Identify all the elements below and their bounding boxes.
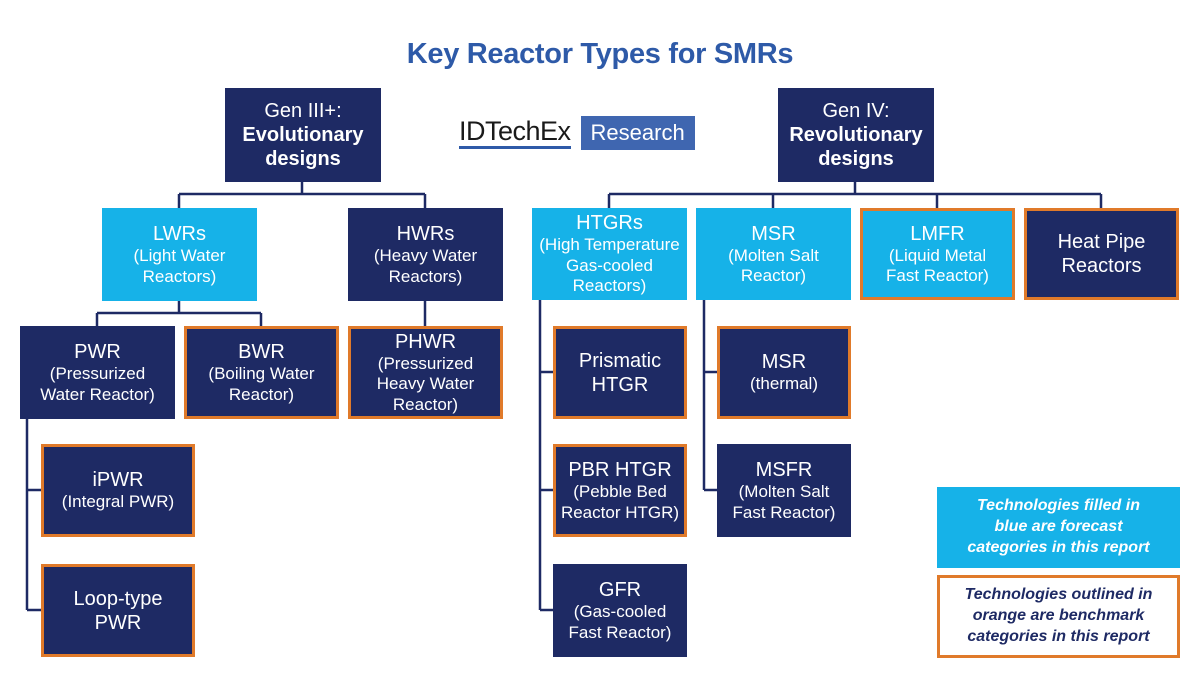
msr-title: MSR [751, 222, 796, 245]
msfr-title: MSFR [755, 459, 813, 482]
bwr-title: BWR [238, 341, 285, 364]
pbr-node: PBR HTGR (Pebble Bed Reactor HTGR) [553, 444, 687, 537]
msfr-sub: (Molten Salt Fast Reactor) [732, 482, 836, 522]
heatpipe-title: Heat Pipe Reactors [1057, 231, 1146, 277]
lwr-sub: (Light Water Reactors) [133, 246, 226, 286]
lmfr-node: LMFR (Liquid Metal Fast Reactor) [860, 208, 1015, 300]
legend-orange: Technologies outlined in orange are benc… [937, 575, 1180, 658]
gfr-sub: (Gas-cooled Fast Reactor) [568, 602, 672, 642]
ipwr-sub: (Integral PWR) [61, 492, 175, 512]
hwr-node: HWRs (Heavy Water Reactors) [348, 208, 503, 301]
legend-blue: Technologies filled in blue are forecast… [937, 487, 1180, 568]
gen3-label: Gen III+: [264, 100, 342, 122]
htgr-node: HTGRs (High Temperature Gas-cooled React… [532, 208, 687, 300]
gen4-label-bold: Revolutionary [789, 124, 923, 146]
msfr-node: MSFR (Molten Salt Fast Reactor) [717, 444, 851, 537]
htgr-sub: (High Temperature Gas-cooled Reactors) [539, 235, 680, 296]
lmfr-title: LMFR [910, 222, 965, 245]
gen3-node: Gen III+: Evolutionary designs [225, 88, 381, 182]
loop-title: Loop-type PWR [73, 587, 163, 634]
msr-thermal-title: MSR [761, 351, 807, 374]
htgr-title: HTGRs [576, 212, 643, 235]
lwr-title: LWRs [153, 223, 206, 246]
logo-sub: Research [580, 116, 695, 150]
gen4-label-bold2: designs [818, 148, 894, 170]
msr-thermal-node: MSR (thermal) [717, 326, 851, 419]
hwr-sub: (Heavy Water Reactors) [373, 246, 478, 286]
pwr-sub: (Pressurized Water Reactor) [40, 364, 155, 404]
gen3-label-bold: Evolutionary [242, 124, 364, 146]
lwr-node: LWRs (Light Water Reactors) [102, 208, 257, 301]
msr-thermal-sub: (thermal) [749, 374, 818, 394]
phwr-sub: (Pressurized Heavy Water Reactor) [376, 353, 475, 414]
lmfr-sub: (Liquid Metal Fast Reactor) [886, 245, 989, 285]
bwr-node: BWR (Boiling Water Reactor) [184, 326, 339, 419]
prismatic-title: Prismatic HTGR [578, 349, 662, 396]
logo-name: IDTechEx [459, 117, 571, 149]
pwr-title: PWR [74, 341, 121, 364]
bwr-sub: (Boiling Water Reactor) [208, 364, 315, 404]
idtechex-logo: IDTechEx Research [459, 116, 695, 150]
chart-title: Key Reactor Types for SMRs [406, 38, 794, 70]
ipwr-title: iPWR [92, 469, 144, 492]
pbr-sub: (Pebble Bed Reactor HTGR) [560, 482, 680, 522]
hwr-title: HWRs [396, 223, 455, 246]
gfr-node: GFR (Gas-cooled Fast Reactor) [553, 564, 687, 657]
legend-blue-text: Technologies filled in blue are forecast… [967, 497, 1150, 556]
loop-node: Loop-type PWR [41, 564, 195, 657]
phwr-node: PHWR (Pressurized Heavy Water Reactor) [348, 326, 503, 419]
gen3-label-bold2: designs [265, 148, 341, 170]
gfr-title: GFR [598, 579, 642, 602]
ipwr-node: iPWR (Integral PWR) [41, 444, 195, 537]
pbr-title: PBR HTGR [568, 459, 672, 482]
msr-node: MSR (Molten Salt Reactor) [696, 208, 851, 300]
gen4-node: Gen IV: Revolutionary designs [778, 88, 934, 182]
legend-orange-text: Technologies outlined in orange are benc… [964, 586, 1153, 645]
prismatic-node: Prismatic HTGR [553, 326, 687, 419]
gen4-label: Gen IV: [822, 100, 890, 122]
phwr-title: PHWR [394, 330, 457, 353]
pwr-node: PWR (Pressurized Water Reactor) [20, 326, 175, 419]
heatpipe-node: Heat Pipe Reactors [1024, 208, 1179, 300]
msr-sub: (Molten Salt Reactor) [728, 245, 819, 285]
